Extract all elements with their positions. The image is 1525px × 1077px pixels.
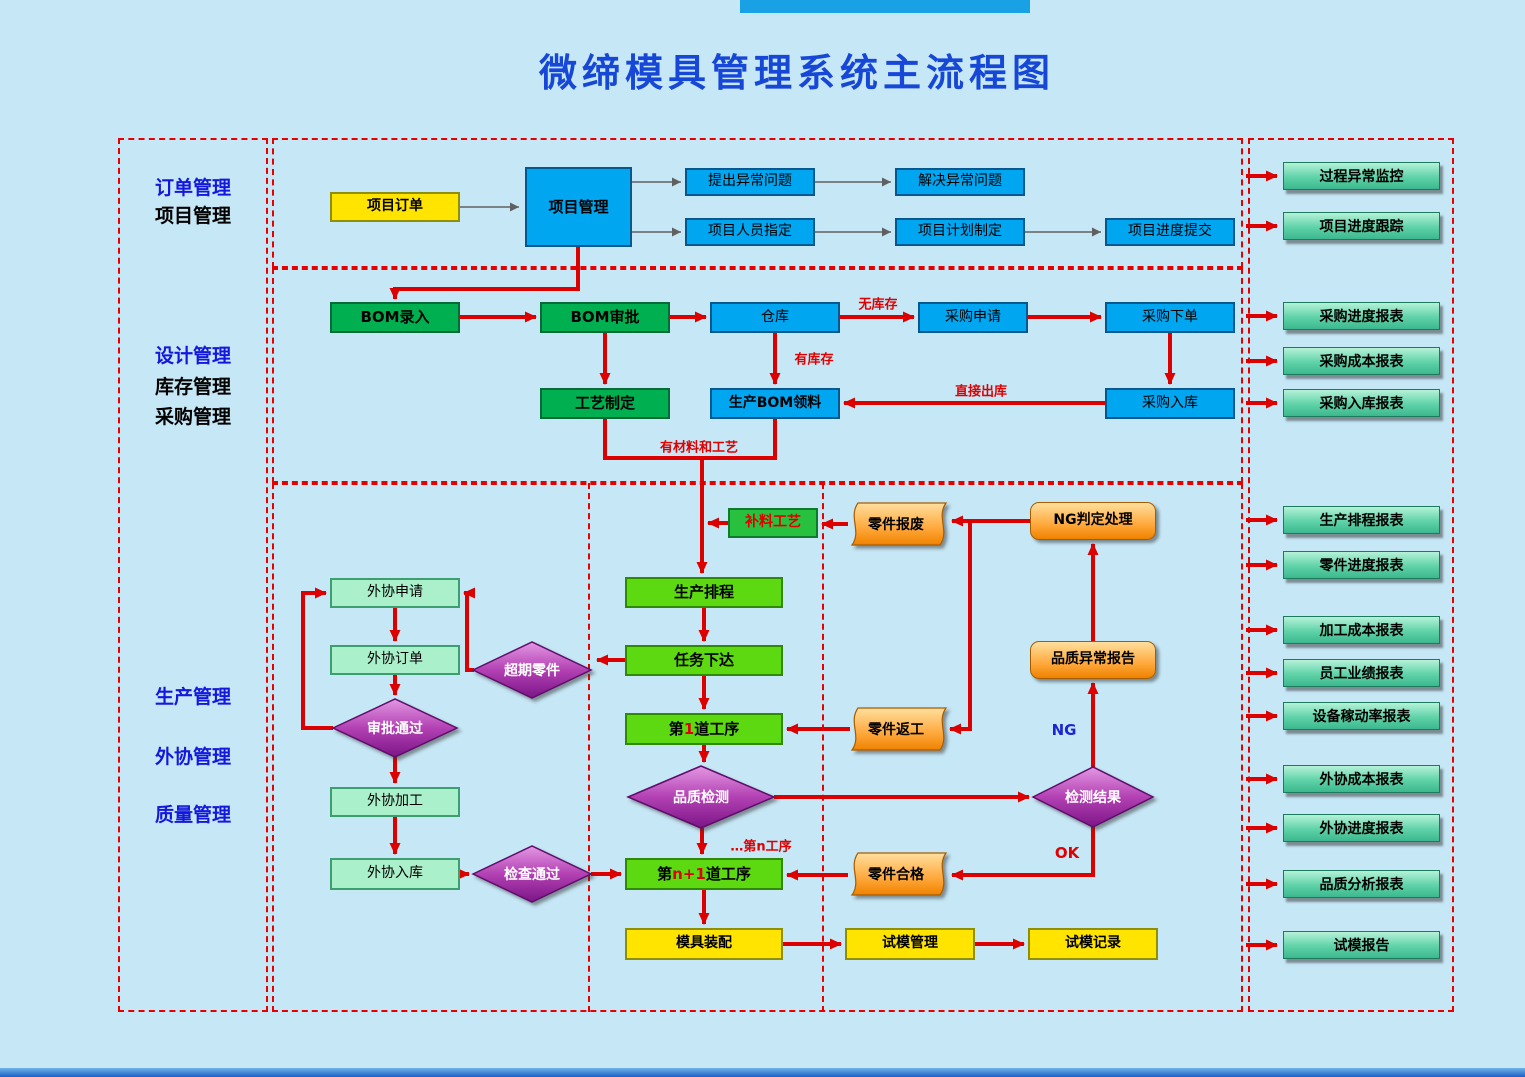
divider-outsource-column [588, 483, 590, 1012]
node-trial-record: 试模记录 [1028, 928, 1158, 960]
node-process-design: 工艺制定 [540, 388, 670, 419]
edge-label-nth-process: …第n工序 [730, 839, 792, 855]
shape-overdue-parts-diamond [471, 641, 593, 699]
node-inspect-result: 检测结果 [1065, 790, 1121, 806]
node-purchase-inbound: 采购入库 [1105, 388, 1235, 419]
edge-label-direct-outbound: 直接出库 [954, 384, 1008, 400]
bottom-window-strip [0, 1068, 1525, 1077]
report-quality-analysis: 品质分析报表 [1283, 870, 1440, 898]
left-label-purchase-mgmt: 采购管理 [154, 406, 231, 428]
node-purchase-order: 采购下单 [1105, 302, 1235, 333]
node-quality-abnormal-report: 品质异常报告 [1030, 641, 1156, 679]
report-prod-schedule: 生产排程报表 [1283, 506, 1440, 534]
node-approval-pass: 审批通过 [367, 721, 423, 737]
node-trial-mgmt: 试模管理 [845, 928, 975, 960]
node-assign-staff: 项目人员指定 [685, 218, 815, 246]
node-label-part: 1 [683, 719, 695, 738]
edge-label-no-stock: 无库存 [858, 297, 898, 313]
node-prod-schedule: 生产排程 [625, 577, 783, 608]
left-label-production-mgmt: 生产管理 [154, 686, 231, 708]
node-bom-approve: BOM审批 [540, 302, 670, 333]
region-left-labels [118, 138, 268, 1012]
node-overdue-parts: 超期零件 [504, 663, 560, 679]
node-project-order: 项目订单 [330, 192, 460, 222]
node-quality-inspect: 品质检测 [673, 790, 729, 806]
node-warehouse: 仓库 [710, 302, 840, 333]
page-title: 微缔模具管理系统主流程图 [538, 51, 1056, 95]
report-purchase-cost: 采购成本报表 [1283, 347, 1440, 375]
node-outsource-inbound: 外协入库 [330, 858, 460, 890]
shape-part-qualified-flag [850, 852, 948, 896]
node-part-scrap: 零件报废 [868, 517, 924, 533]
left-label-project-mgmt: 项目管理 [154, 205, 231, 227]
node-mold-assembly: 模具装配 [625, 928, 783, 960]
node-check-pass: 检查通过 [504, 867, 560, 883]
node-label-part: 第 [657, 864, 673, 883]
report-processing-cost: 加工成本报表 [1283, 616, 1440, 644]
red-arrows [301, 170, 1278, 951]
left-label-design-mgmt: 设计管理 [154, 345, 231, 367]
node-solve-issue: 解决异常问题 [895, 168, 1025, 196]
report-outsource-progress: 外协进度报表 [1283, 814, 1440, 842]
region-design-inventory-purchase [272, 268, 1243, 483]
left-label-outsource-mgmt: 外协管理 [154, 746, 231, 768]
shape-approval-pass-diamond [331, 698, 459, 758]
node-label-part: n+1 [672, 864, 706, 883]
node-part-rework: 零件返工 [868, 722, 924, 738]
region-production-quality [272, 483, 1243, 1012]
report-purchase-progress: 采购进度报表 [1283, 302, 1440, 330]
report-outsource-cost: 外协成本报表 [1283, 765, 1440, 793]
edge-label-ng: NG [1051, 721, 1077, 739]
report-project-progress-track: 项目进度跟踪 [1283, 212, 1440, 240]
report-process-exception-monitor: 过程异常监控 [1283, 162, 1440, 190]
node-raise-issue: 提出异常问题 [685, 168, 815, 196]
node-purchase-request: 采购申请 [918, 302, 1028, 333]
edge-label-material-ready: 有材料和工艺 [659, 440, 739, 456]
node-outsource-request: 外协申请 [330, 578, 460, 608]
node-part-qualified: 零件合格 [868, 867, 924, 883]
gray-arrows [460, 177, 1101, 237]
left-label-order-mgmt: 订单管理 [154, 177, 231, 199]
node-bom-entry: BOM录入 [330, 302, 460, 333]
node-label-part: 第 [668, 719, 684, 738]
report-employee-performance: 员工业绩报表 [1283, 659, 1440, 687]
report-part-progress: 零件进度报表 [1283, 551, 1440, 579]
diamond-shapes [331, 641, 1155, 903]
region-reports [1248, 138, 1454, 1012]
divider-quality-column [822, 483, 824, 1012]
flag-shapes [850, 502, 948, 896]
left-label-inventory-mgmt: 库存管理 [154, 376, 231, 398]
node-progress-submit: 项目进度提交 [1105, 218, 1235, 246]
node-label-part: 道工序 [694, 719, 740, 738]
report-trial-mold: 试模报告 [1283, 931, 1440, 959]
left-label-quality-mgmt: 质量管理 [154, 804, 231, 826]
region-order-project [272, 138, 1243, 268]
edge-label-ok: OK [1054, 844, 1080, 862]
node-outsource-process: 外协加工 [330, 787, 460, 817]
top-window-strip [740, 0, 1030, 13]
shape-inspect-result-diamond [1031, 766, 1155, 828]
shape-part-rework-flag [850, 707, 948, 751]
node-task-dispatch: 任务下达 [625, 645, 783, 676]
node-plan-make: 项目计划制定 [895, 218, 1025, 246]
shape-quality-inspect-diamond [626, 765, 776, 829]
report-equipment-utilization: 设备稼动率报表 [1283, 702, 1440, 730]
node-refill-process: 补料工艺 [728, 508, 818, 538]
node-outsource-order: 外协订单 [330, 645, 460, 675]
edge-label-has-stock: 有库存 [794, 352, 834, 368]
node-ng-handling: NG判定处理 [1030, 502, 1156, 540]
shape-check-pass-diamond [471, 845, 593, 903]
node-project-mgmt: 项目管理 [525, 167, 632, 247]
node-bom-picking: 生产BOM领料 [710, 388, 840, 419]
node-label-part: 道工序 [705, 864, 751, 883]
shape-part-scrap-flag [850, 502, 948, 546]
report-purchase-inbound: 采购入库报表 [1283, 389, 1440, 417]
